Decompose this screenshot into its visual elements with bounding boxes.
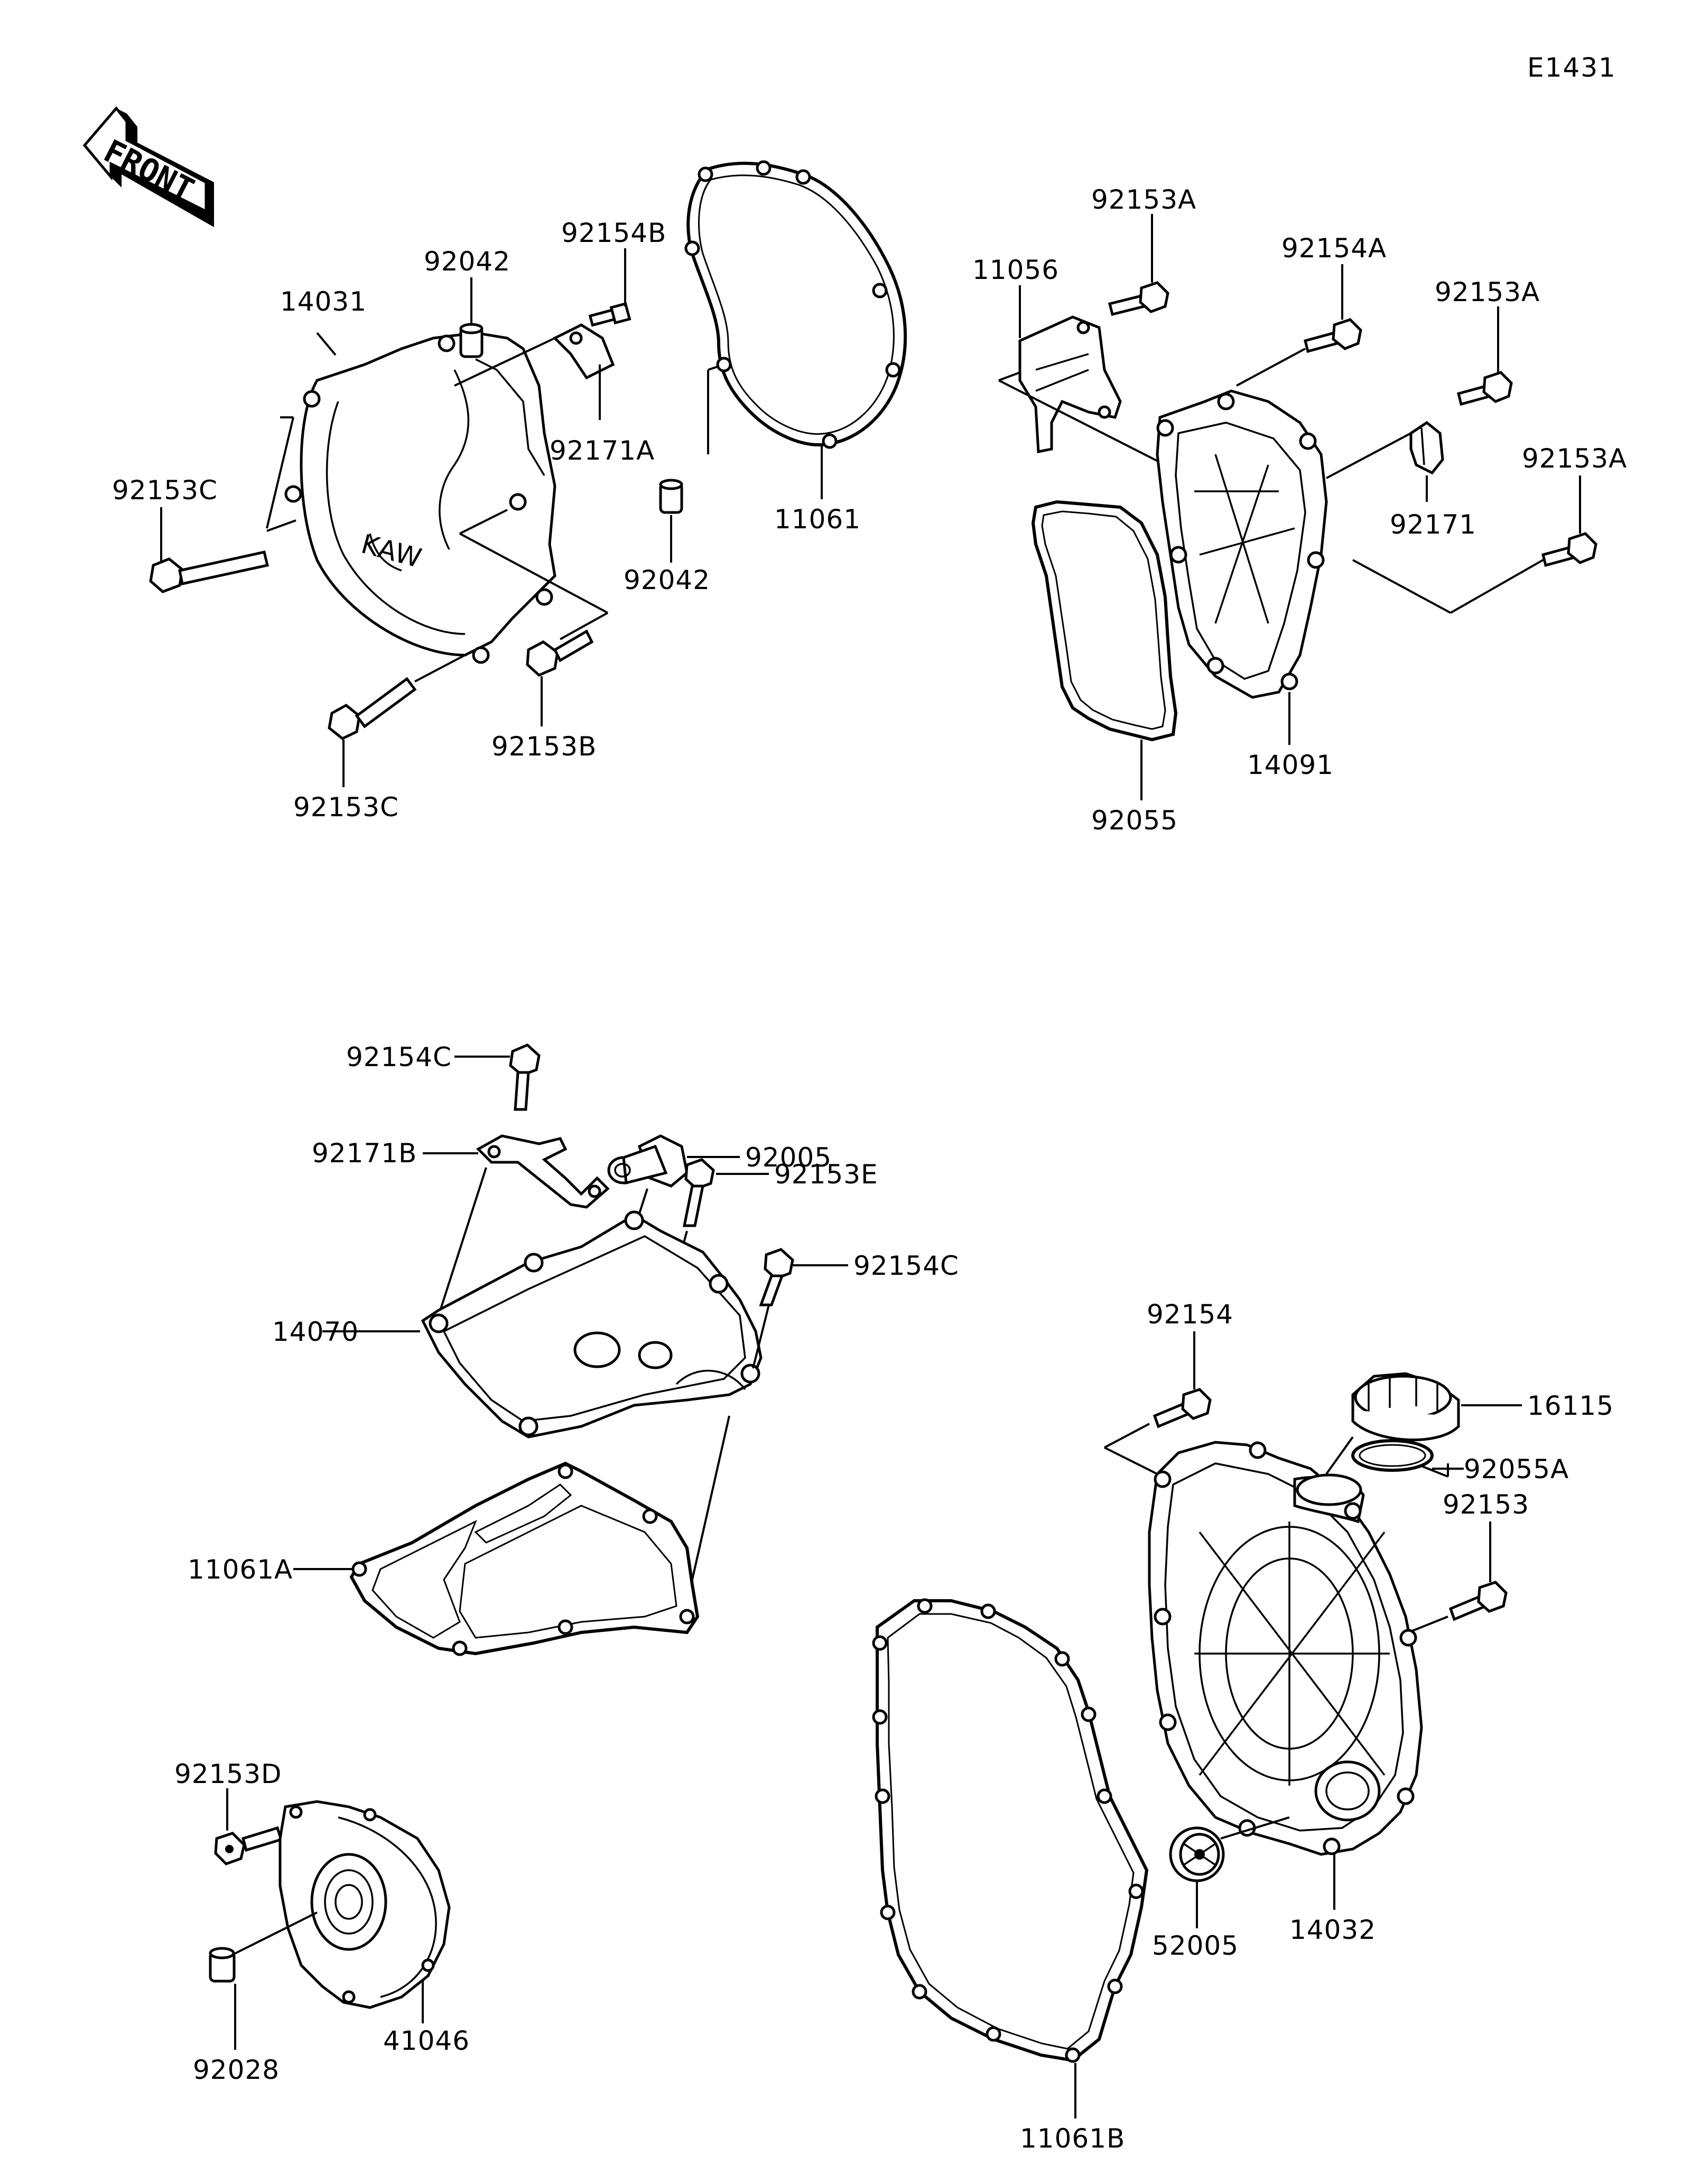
label-92154B: 92154B [561,218,666,248]
label-92153C-left: 92153C [112,475,218,506]
bolt-92154C-right [759,1248,794,1306]
bolt-92153E [682,1158,715,1227]
cover-14032 [1148,1441,1423,1856]
label-11056: 11056 [972,255,1059,285]
label-14070: 14070 [272,1317,359,1347]
bolt-92153D [214,1826,283,1865]
front-arrow-icon: FRONT [82,106,214,227]
gasket-11061B [872,1598,1149,2063]
cover-14091 [1156,389,1328,699]
bolt-92153C-left [149,550,270,593]
label-92154A: 92154A [1281,233,1387,264]
bracket-11056 [1018,315,1122,454]
label-92055: 92055 [1091,805,1178,836]
bolt-92153B [526,629,594,677]
diagram-code: E1431 [1527,52,1616,83]
oring-92055A [1351,1439,1434,1472]
seal-52005 [1169,1826,1225,1882]
label-14091: 14091 [1247,750,1334,780]
label-92154C-right: 92154C [853,1250,959,1281]
bolt-92154C-top [509,1043,541,1111]
collar-92042-mid [659,479,683,514]
label-41046: 41046 [383,2026,470,2056]
label-92171B: 92171B [312,1138,417,1169]
label-92171A: 92171A [550,435,655,466]
bolt-92154A [1303,318,1362,353]
label-92153: 92153 [1443,1489,1529,1520]
label-92153C-bottom: 92153C [293,792,399,823]
label-92154: 92154 [1147,1299,1233,1330]
clamp-92171B [476,1134,610,1209]
cover-14070 [421,1210,763,1439]
label-92028: 92028 [193,2055,280,2085]
label-14031: 14031 [280,286,367,317]
label-92042-mid: 92042 [624,565,710,595]
bolt-92153A-3 [1541,532,1597,567]
label-11061A: 11061A [188,1554,293,1585]
label-92154C-top: 92154C [346,1042,452,1072]
gasket-92055 [1031,500,1178,742]
label-92153A-2: 92153A [1435,277,1540,307]
label-92055A: 92055A [1464,1454,1569,1485]
gasket-11061A [349,1461,700,1656]
collar-92028 [209,1947,236,1983]
label-92153D: 92153D [174,1759,282,1789]
label-52005: 52005 [1152,1930,1239,1961]
gasket-11061 [684,160,907,449]
label-92153E: 92153E [774,1159,878,1190]
label-11061: 11061 [774,504,861,535]
bolt-92153A-2 [1456,371,1513,406]
cover-41046 [278,1800,451,2009]
clamp-92171 [1409,421,1444,475]
label-92171: 92171 [1390,509,1476,540]
label-92153B: 92153B [491,731,597,762]
label-92153A-3: 92153A [1522,443,1627,474]
bolt-92154B [588,302,631,327]
label-92153A-1: 92153A [1091,184,1196,215]
label-11061B: 11061B [1020,2123,1125,2154]
fitting-92005 [607,1134,689,1188]
generator-cover-14031: KAW [284,331,556,664]
clamp-92171A [552,323,615,380]
collar-92042-top [459,323,484,358]
bolt-92154 [1153,1388,1212,1429]
cap-16115 [1351,1372,1460,1441]
bolt-92153C-bottom [328,677,417,740]
bolt-92153 [1448,1581,1508,1621]
label-92042-top: 92042 [424,246,510,277]
front-label: FRONT [98,133,200,209]
label-14032: 14032 [1289,1915,1376,1945]
label-16115: 16115 [1527,1390,1614,1421]
label-92005: 92005 [745,1142,832,1173]
bolt-92153A-1 [1108,281,1169,316]
